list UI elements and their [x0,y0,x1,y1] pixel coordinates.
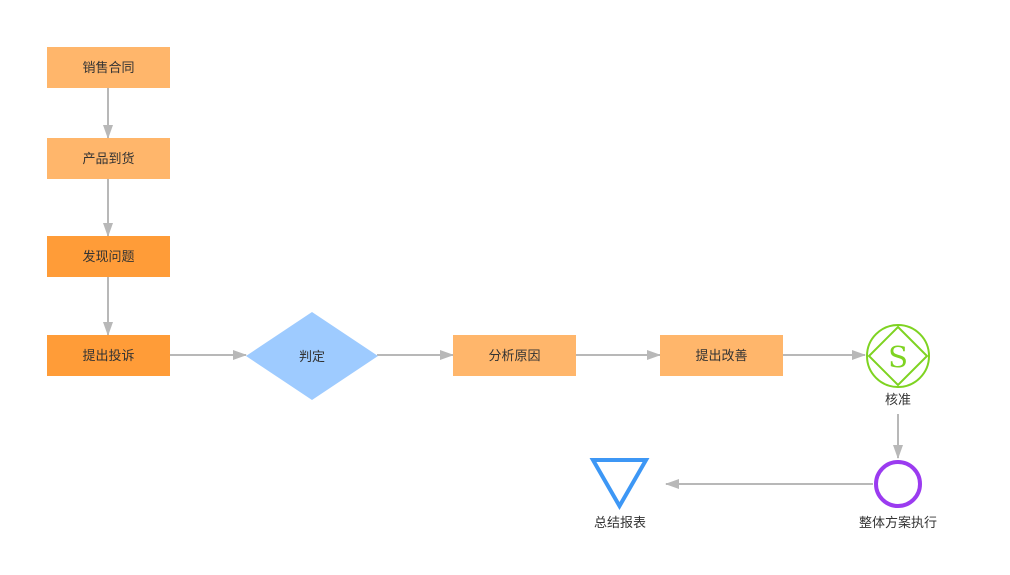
circle-icon [874,460,922,508]
down-triangle-icon [589,458,650,511]
node-approve: S 核准 [866,324,930,408]
node-label: 判定 [299,350,325,365]
node-box [47,47,170,88]
node-label: 分析原因 [488,349,540,364]
decision-diamond [246,312,378,400]
node-box [47,335,170,376]
node-label: 发现问题 [82,249,134,265]
node-overall-execution: 整体方案执行 [859,460,937,531]
node-caption: 核准 [885,393,911,408]
node-box [453,335,576,376]
badge-letter: S [888,340,908,374]
node-caption: 整体方案执行 [859,515,937,531]
node-box [47,138,170,179]
node-sales-contract: 销售合同 [47,47,170,88]
node-box [660,335,783,376]
node-summary-report: 总结报表 [589,458,650,531]
node-label: 销售合同 [82,60,134,76]
node-product-arrival: 产品到货 [47,138,170,179]
node-file-complaint: 提出投诉 [47,335,170,376]
node-label: 提出投诉 [82,348,134,364]
node-label: 产品到货 [82,151,134,167]
node-propose-improvement: 提出改善 [660,335,783,376]
node-judge: 判定 [246,312,378,400]
node-find-problem: 发现问题 [47,236,170,277]
node-box [47,236,170,277]
node-caption: 总结报表 [594,516,646,531]
node-analyze-cause: 分析原因 [453,335,576,376]
node-label: 提出改善 [695,348,747,364]
connectors [103,88,903,489]
s-badge-icon: S [866,324,930,388]
